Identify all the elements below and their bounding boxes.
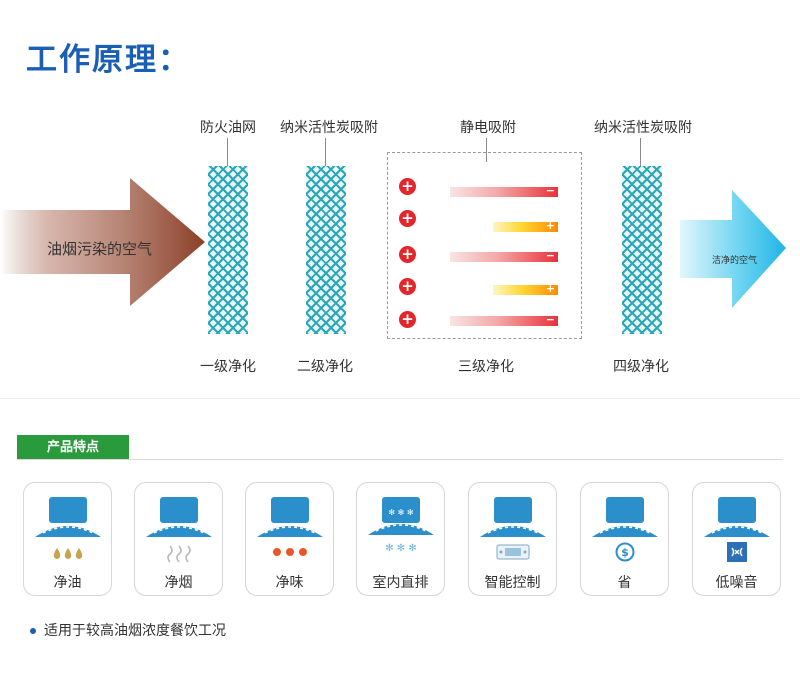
- positive-charge-icon: +: [399, 178, 416, 195]
- control-panel-icon: [496, 544, 530, 560]
- filter-3-top-label: 静电吸附: [460, 120, 516, 136]
- positive-charge-icon: +: [399, 311, 416, 328]
- feature-label: 室内直排: [372, 575, 429, 591]
- features-tag-underline: [17, 459, 783, 460]
- positive-charge-icon: +: [399, 246, 416, 263]
- range-hood-icon: [480, 497, 546, 537]
- filter-1-mesh: [208, 166, 248, 334]
- positive-charge-icon: +: [399, 278, 416, 295]
- snowflake-icon: ✻ ✻ ✻: [385, 543, 417, 554]
- filter-4-stage: 四级净化: [613, 359, 669, 375]
- feature-label: 净味: [275, 575, 304, 591]
- low-noise-icon: [727, 542, 747, 562]
- usage-note-text: 适用于较高油烟浓度餐饮工况: [44, 623, 226, 639]
- bullet-icon: [30, 628, 36, 634]
- section-divider: [0, 398, 800, 399]
- filter-4-top-label: 纳米活性炭吸附: [594, 120, 692, 136]
- filter-4-leader: [640, 138, 641, 168]
- negative-plate: −: [450, 313, 558, 326]
- plate-sign: +: [545, 282, 555, 295]
- plate-sign: −: [545, 249, 555, 262]
- range-hood-icon: [257, 497, 323, 537]
- filter-3-leader: [486, 138, 487, 162]
- range-hood-icon: [146, 497, 212, 537]
- feature-label: 净油: [53, 575, 82, 591]
- plate-sign: −: [545, 184, 555, 197]
- positive-plate: +: [493, 282, 558, 295]
- filter-4-mesh: [622, 166, 662, 334]
- money-saving-icon: $: [615, 542, 635, 562]
- filter-2-stage: 二级净化: [297, 359, 353, 375]
- electrostatic-zone: [387, 152, 582, 339]
- feature-card-oil: 净油: [23, 482, 112, 596]
- page-title: 工作原理：: [26, 42, 191, 78]
- outlet-arrow: [680, 190, 786, 308]
- plate-sign: −: [545, 313, 555, 326]
- feature-card-smart-control: 智能控制: [468, 482, 557, 596]
- filter-3-stage: 三级净化: [458, 359, 514, 375]
- filter-2-leader: [325, 138, 326, 168]
- smoke-icon: [167, 545, 191, 563]
- oil-drops-icon: [53, 548, 83, 559]
- negative-plate: −: [450, 184, 558, 197]
- feature-card-low-noise: 低噪音: [692, 482, 781, 596]
- svg-text:$: $: [621, 546, 629, 559]
- filter-1-leader: [227, 138, 228, 168]
- filter-2-mesh: [306, 166, 346, 334]
- feature-label: 智能控制: [484, 575, 541, 591]
- features-tag: 产品特点: [17, 435, 129, 460]
- range-hood-icon: [592, 497, 658, 537]
- range-hood-icon: ✻ ✻ ✻: [368, 497, 434, 535]
- usage-note: 适用于较高油烟浓度餐饮工况: [30, 620, 226, 640]
- outlet-label: 洁净的空气: [712, 256, 758, 266]
- inlet-label: 油烟污染的空气: [47, 240, 153, 258]
- filter-2-top-label: 纳米活性炭吸附: [280, 120, 378, 136]
- feature-label: 低噪音: [715, 575, 758, 591]
- feature-card-odor: 净味: [245, 482, 334, 596]
- filter-1-stage: 一级净化: [200, 359, 256, 375]
- negative-plate: −: [450, 249, 558, 262]
- odor-dots-icon: [273, 548, 307, 556]
- plate-sign: +: [545, 219, 555, 232]
- purification-diagram: 油烟污染的空气 洁净的空气 防火油网 一级净化 纳米活性炭吸附 二级净化 静电吸…: [0, 100, 800, 390]
- positive-charge-icon: +: [399, 210, 416, 227]
- svg-text:✻ ✻ ✻: ✻ ✻ ✻: [388, 508, 413, 517]
- feature-label: 净烟: [164, 575, 193, 591]
- feature-card-saving: $ 省: [580, 482, 669, 596]
- feature-label: 省: [617, 575, 632, 591]
- range-hood-icon: [704, 497, 770, 537]
- filter-1-top-label: 防火油网: [200, 120, 256, 136]
- inlet-arrow: [0, 178, 205, 306]
- positive-plate: +: [493, 219, 558, 232]
- range-hood-icon: [35, 497, 101, 537]
- feature-card-smoke: 净烟: [134, 482, 223, 596]
- feature-card-indoor-exhaust: ✻ ✻ ✻ ✻ ✻ ✻ 室内直排: [356, 482, 445, 596]
